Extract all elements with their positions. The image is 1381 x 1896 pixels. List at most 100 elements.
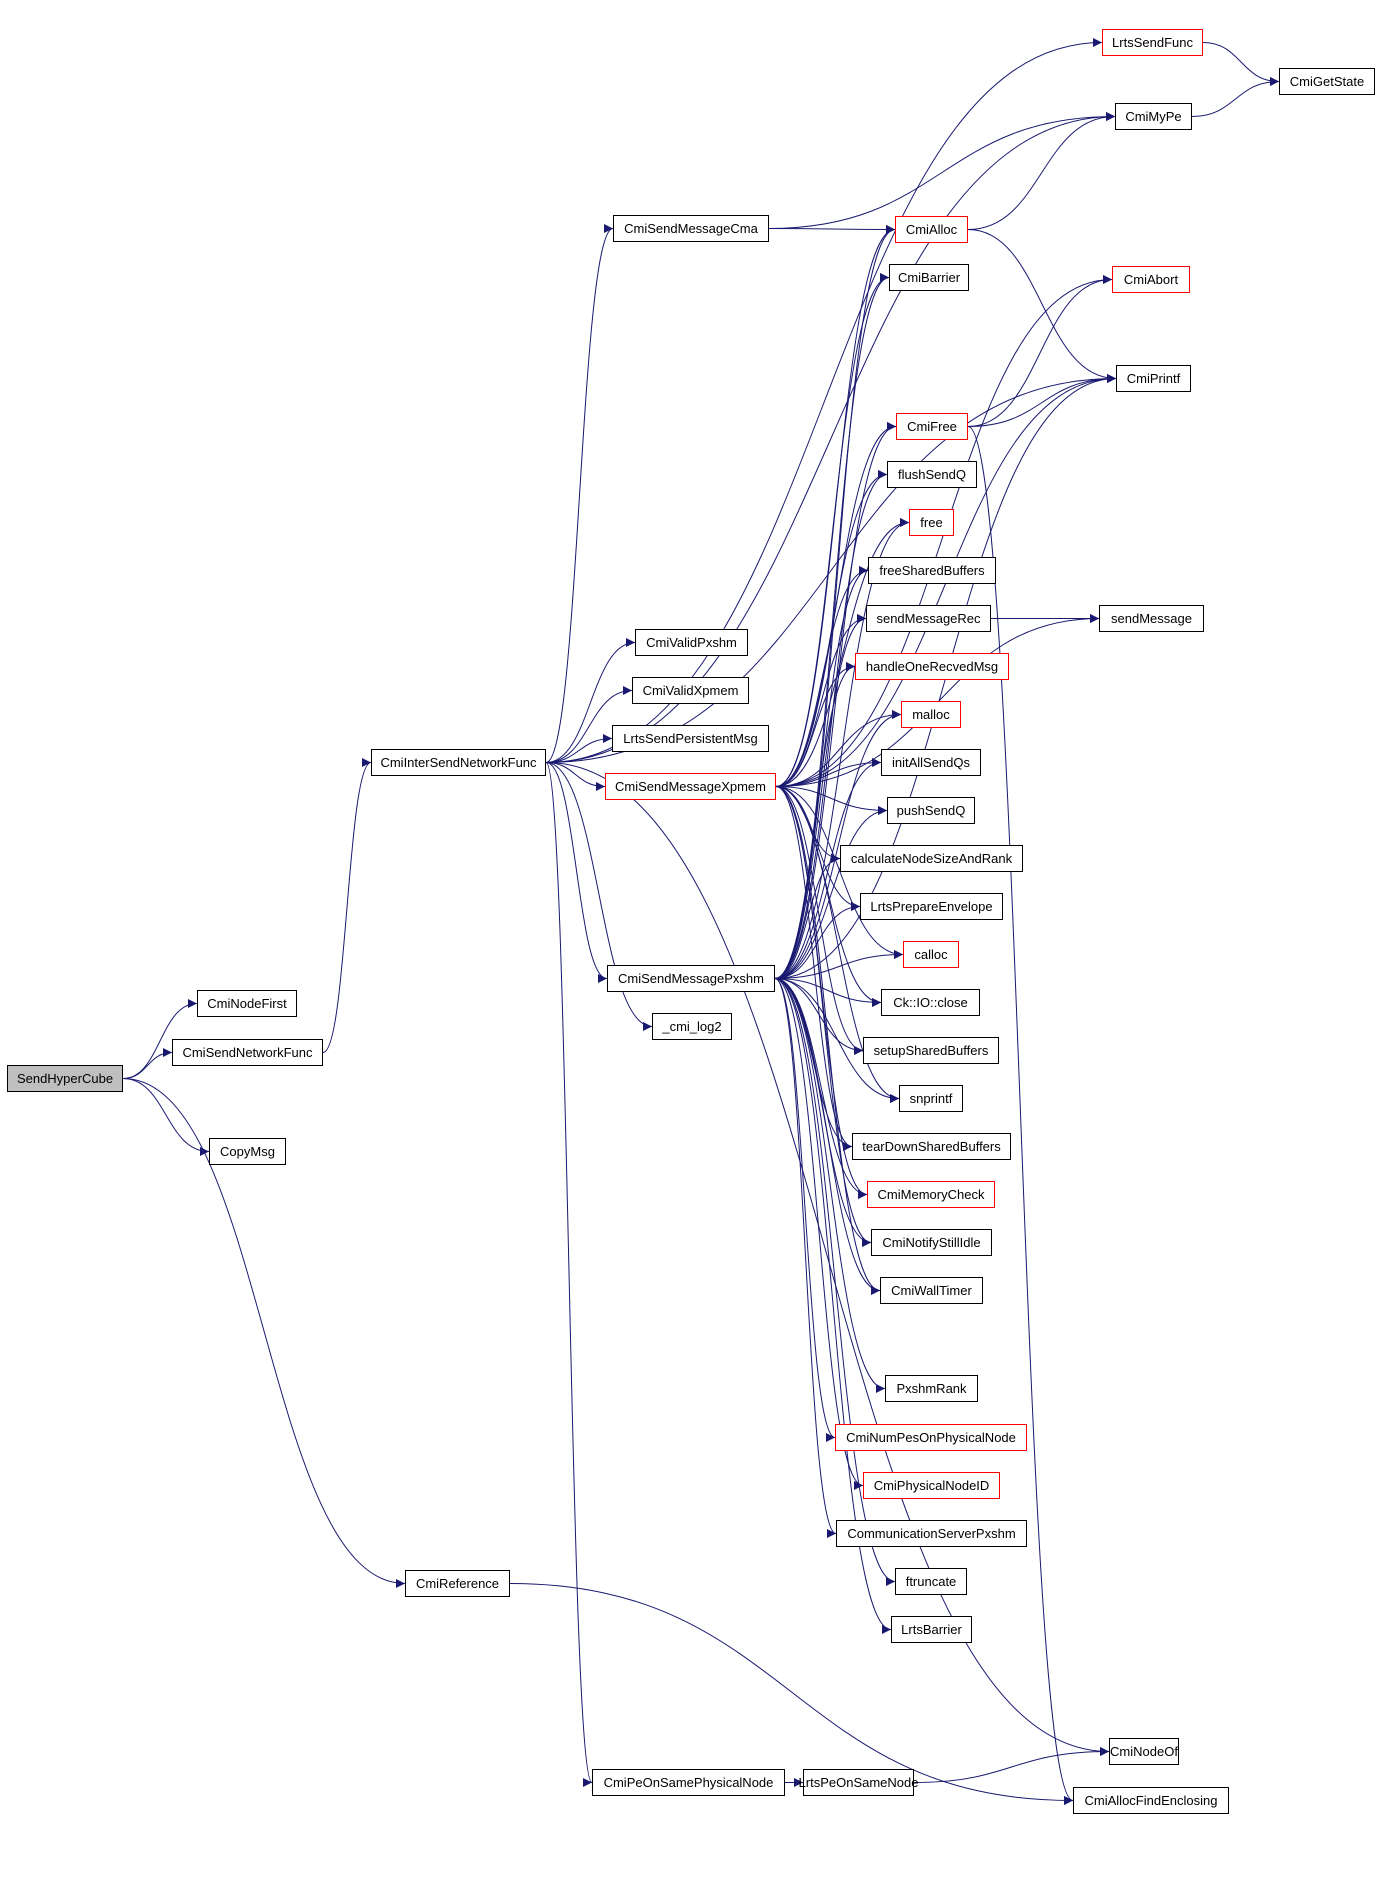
node-label: pushSendQ (896, 803, 966, 818)
edge-CmiInterSendNetworkFunc-to-_cmi_log2 (545, 762, 653, 1031)
edge-CmiSendMessageXpmem-to-CmiBarrier (775, 273, 890, 787)
node-ckioclose[interactable]: Ck::IO::close (881, 989, 980, 1016)
node-label: snprintf (909, 1091, 953, 1106)
node-lrtssendpersistentmsg[interactable]: LrtsSendPersistentMsg (612, 725, 769, 752)
node-pxshmrank[interactable]: PxshmRank (885, 1375, 978, 1402)
node-label: CmiGetState (1289, 74, 1365, 89)
node-calloc[interactable]: calloc (903, 941, 959, 968)
node-label: LrtsSendPersistentMsg (623, 731, 758, 746)
node-cminodeof[interactable]: CmiNodeOf (1109, 1738, 1179, 1765)
edge-CmiSendMessagePxshm-to-calculateNodeSizeAndRank (774, 854, 841, 979)
edge-CmiSendMessagePxshm-to-handleOneRecvedMsg (774, 662, 856, 979)
node-label: malloc (912, 707, 950, 722)
node-cmivalidpxshm[interactable]: CmiValidPxshm (635, 629, 748, 656)
node-label: CmiFree (907, 419, 957, 434)
node-label: CmiNodeOf (1110, 1744, 1178, 1759)
node-setupsharedbuffers[interactable]: setupSharedBuffers (863, 1037, 999, 1064)
edge-CmiSendMessagePxshm-to-CmiWallTimer (774, 978, 881, 1295)
node-cminotifystillidle[interactable]: CmiNotifyStillIdle (871, 1229, 992, 1256)
node-cmimemorycheck[interactable]: CmiMemoryCheck (867, 1181, 995, 1208)
node-communicationserverpxshm[interactable]: CommunicationServerPxshm (836, 1520, 1027, 1547)
node-label: tearDownSharedBuffers (862, 1139, 1001, 1154)
node-cmiallocfindenclosing[interactable]: CmiAllocFindEnclosing (1073, 1787, 1229, 1814)
edge-CmiAlloc-to-CmiPrintf (967, 229, 1117, 383)
edge-SendHyperCube-to-CopyMsg (122, 1078, 210, 1156)
edge-CmiSendMessageXpmem-to-setupSharedBuffers (775, 786, 864, 1055)
node-cmiwalltimer[interactable]: CmiWallTimer (880, 1277, 983, 1304)
edge-CmiSendMessagePxshm-to-malloc (774, 710, 902, 979)
node-freesharedbuffers[interactable]: freeSharedBuffers (868, 557, 996, 584)
edge-CmiAlloc-to-CmiMyPe (967, 112, 1116, 230)
edge-CmiSendMessageXpmem-to-freeSharedBuffers (775, 566, 869, 787)
node-label: flushSendQ (898, 467, 966, 482)
node-label: CmiBarrier (897, 270, 961, 285)
node-label: calculateNodeSizeAndRank (850, 851, 1013, 866)
edge-CmiSendMessagePxshm-to-CmiFree (774, 422, 897, 979)
node-label: CmiNotifyStillIdle (882, 1235, 981, 1250)
node-ftruncate[interactable]: ftruncate (895, 1568, 967, 1595)
edge-CmiSendMessageXpmem-to-CmiWallTimer (775, 786, 881, 1295)
node-snprintf[interactable]: snprintf (899, 1085, 963, 1112)
node-label: CmiMemoryCheck (877, 1187, 985, 1202)
node-label: CmiSendNetworkFunc (182, 1045, 313, 1060)
node-flushsendq[interactable]: flushSendQ (887, 461, 977, 488)
node-lrtsprepareenvelope[interactable]: LrtsPrepareEnvelope (860, 893, 1003, 920)
node-label: sendMessage (1111, 611, 1192, 626)
node-label: CmiReference (415, 1576, 500, 1591)
node-lrtspeonsamenode[interactable]: LrtsPeOnSameNode (799, 1769, 918, 1796)
node-label: calloc (914, 947, 948, 962)
node-cmiphysicalnodeid[interactable]: CmiPhysicalNodeID (863, 1472, 1000, 1499)
node-cmialloc[interactable]: CmiAlloc (895, 216, 968, 243)
node-sendmessagerec[interactable]: sendMessageRec (866, 605, 991, 632)
node-cmireference[interactable]: CmiReference (405, 1570, 510, 1597)
node-label: CmiSendMessagePxshm (618, 971, 764, 986)
edge-CmiInterSendNetworkFunc-to-LrtsSendFunc (545, 38, 1103, 763)
node-label: ftruncate (905, 1574, 957, 1589)
node-cmipeonsamephysicalnode[interactable]: CmiPeOnSamePhysicalNode (592, 1769, 785, 1796)
node-cmiprintf[interactable]: CmiPrintf (1116, 365, 1191, 392)
node-cminumpesonphysicalnode[interactable]: CmiNumPesOnPhysicalNode (835, 1424, 1027, 1451)
edge-CmiSendMessageXpmem-to-malloc (775, 710, 902, 787)
node-cmimype[interactable]: CmiMyPe (1115, 103, 1192, 130)
node-lrtsbarrier[interactable]: LrtsBarrier (891, 1616, 972, 1643)
edge-SendHyperCube-to-CmiNodeFirst (122, 999, 198, 1079)
edge-CmiFree-to-CmiAbort (967, 275, 1113, 427)
node-cmibarrier[interactable]: CmiBarrier (889, 264, 969, 291)
node-pushsendq[interactable]: pushSendQ (887, 797, 975, 824)
node-cminodefirst[interactable]: CmiNodeFirst (197, 990, 297, 1017)
node-label: free (920, 515, 943, 530)
node-sendhypercube[interactable]: SendHyperCube (7, 1065, 123, 1092)
node-teardownsharedbuffers[interactable]: tearDownSharedBuffers (852, 1133, 1011, 1160)
node-copymsg[interactable]: CopyMsg (209, 1138, 286, 1165)
node-label: CmiValidPxshm (646, 635, 737, 650)
edge-CmiSendMessagePxshm-to-LrtsBarrier (774, 978, 892, 1634)
node-cmi-log2[interactable]: _cmi_log2 (652, 1013, 732, 1040)
node-cmisendnetworkfunc[interactable]: CmiSendNetworkFunc (172, 1039, 323, 1066)
node-handleonerecvedmsg[interactable]: handleOneRecvedMsg (855, 653, 1009, 680)
edge-LrtsSendFunc-to-CmiGetState (1202, 42, 1280, 86)
node-label: LrtsSendFunc (1112, 35, 1193, 50)
node-free[interactable]: free (909, 509, 954, 536)
node-cmisendmessagexpmem[interactable]: CmiSendMessageXpmem (605, 773, 776, 800)
node-cmigetstate[interactable]: CmiGetState (1279, 68, 1375, 95)
node-label: handleOneRecvedMsg (865, 659, 999, 674)
node-cmiintersendnetworkfunc[interactable]: CmiInterSendNetworkFunc (371, 749, 546, 776)
node-label: CmiAbort (1123, 272, 1179, 287)
node-label: CmiWallTimer (891, 1283, 972, 1298)
node-initallsendqs[interactable]: initAllSendQs (881, 749, 981, 776)
edge-CmiSendMessagePxshm-to-ftruncate (774, 978, 896, 1586)
node-malloc[interactable]: malloc (901, 701, 961, 728)
node-label: CmiValidXpmem (642, 683, 739, 698)
edge-LrtsPeOnSameNode-to-CmiNodeOf (913, 1747, 1110, 1783)
node-cmisendmessagepxshm[interactable]: CmiSendMessagePxshm (607, 965, 775, 992)
node-cmiabort[interactable]: CmiAbort (1112, 266, 1190, 293)
node-cmisendmessagecma[interactable]: CmiSendMessageCma (613, 215, 769, 242)
node-lrtssendfunc[interactable]: LrtsSendFunc (1102, 29, 1203, 56)
node-calculatenodesizeandrank[interactable]: calculateNodeSizeAndRank (840, 845, 1023, 872)
node-label: CmiNodeFirst (207, 996, 287, 1011)
node-cmivalidxpmem[interactable]: CmiValidXpmem (632, 677, 749, 704)
node-sendmessage[interactable]: sendMessage (1099, 605, 1204, 632)
node-label: CmiPhysicalNodeID (873, 1478, 990, 1493)
node-cmifree[interactable]: CmiFree (896, 413, 968, 440)
